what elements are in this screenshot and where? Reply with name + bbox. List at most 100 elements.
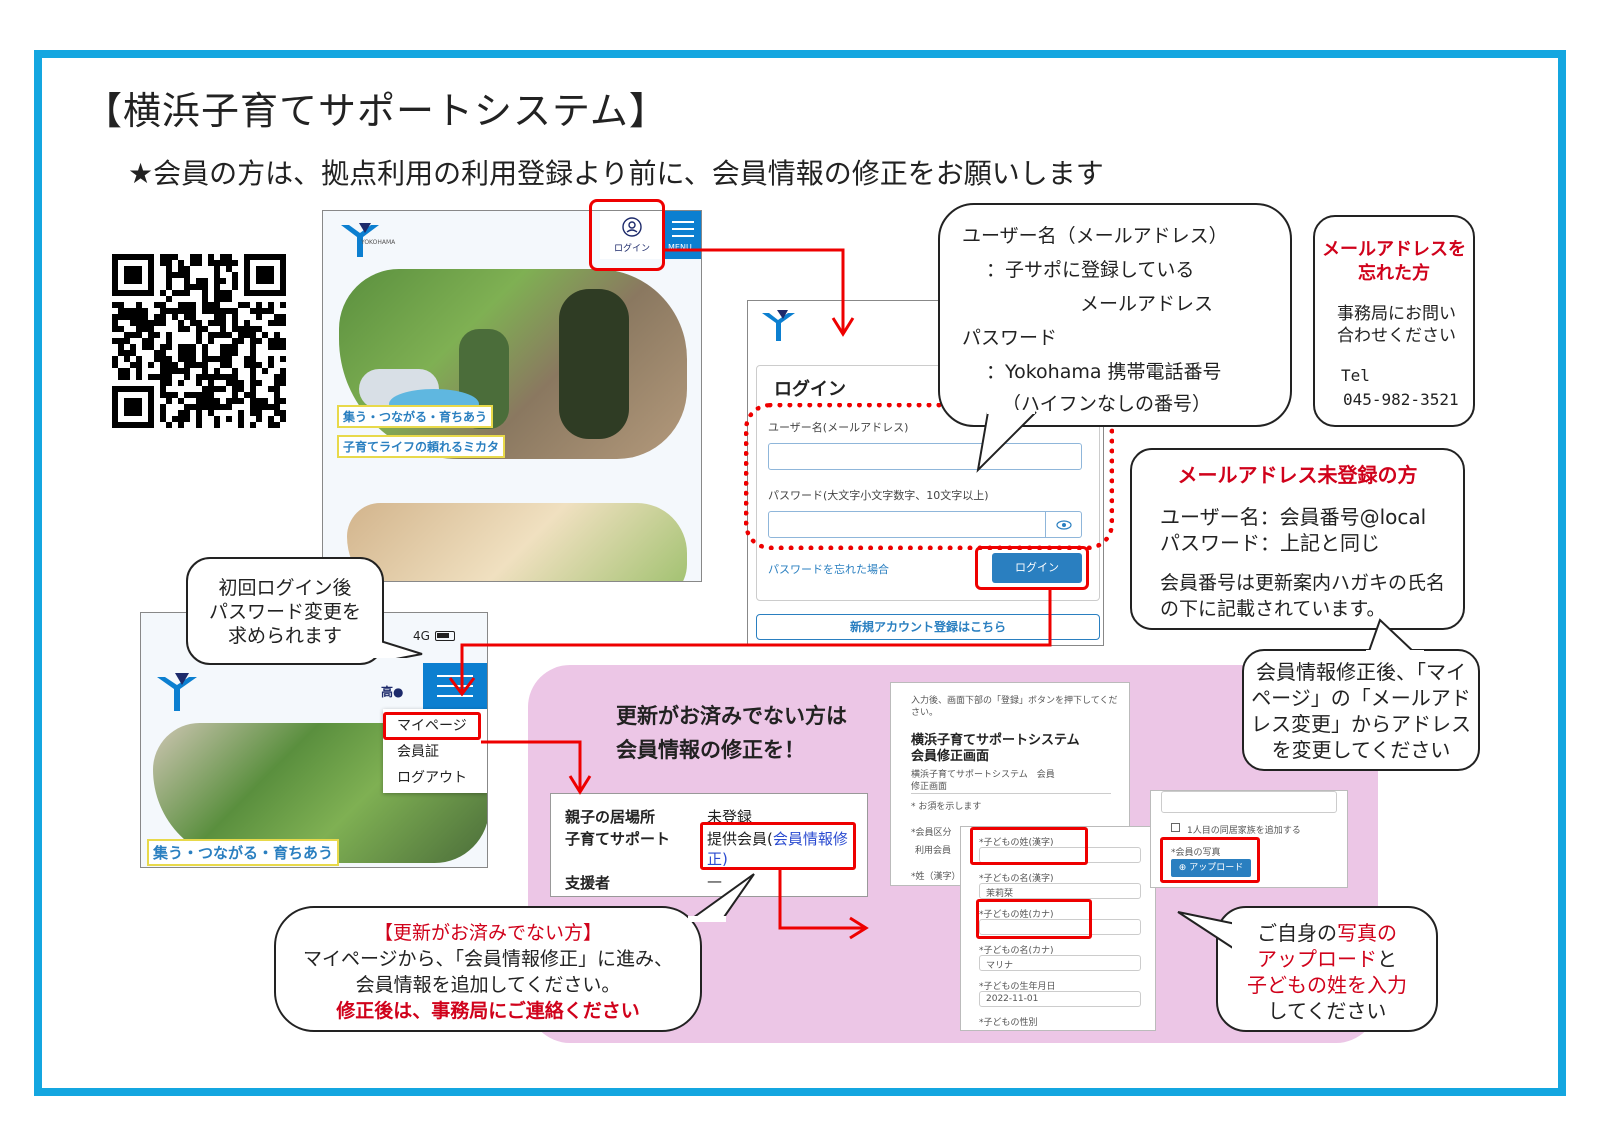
username-label: ユーザー名(メールアドレス) <box>768 421 909 434</box>
menu-item-mypage[interactable]: マイページ <box>397 718 467 734</box>
first-login-bubble-tail <box>356 632 423 658</box>
eye-icon[interactable] <box>1056 520 1072 530</box>
not-updated-bubble: 【更新がお済みでない方】 マイページから、「会員情報修正」に進み、 会員情報を追… <box>274 906 702 1032</box>
login-heading: ログイン <box>774 379 846 400</box>
birthday-label: *子どもの生年月日 <box>979 982 1056 992</box>
username-input[interactable] <box>768 443 1082 470</box>
mobile-tagline: 集う・つながる・育ちあう <box>147 839 340 866</box>
after-edit-line-3: レス変更」からアドレス <box>1251 712 1471 736</box>
child-name-kana-input[interactable]: マリナ <box>979 955 1141 971</box>
login-button-highlight <box>975 546 1089 590</box>
child-surname-kana-input[interactable] <box>979 919 1141 935</box>
tagline-2: 子育てライフの頼れるミカタ <box>337 435 506 458</box>
no-email-line-1: ユーザー名：会員番号@local <box>1160 505 1427 529</box>
site-screenshot: YOKOHAMA ログイン MENU 集う・つながる・育ちあう 子育てライフの頼… <box>322 210 702 582</box>
photo-bubble: ご自身の写真の アップロードと 子どもの姓を入力 してください <box>1216 906 1438 1032</box>
tel-label: Tel <box>1341 366 1370 385</box>
no-email-title: メールアドレス未登録の方 <box>1177 463 1418 487</box>
pink-heading-1: 更新がお済みでない方は <box>616 704 847 728</box>
edit-member-link-cont[interactable]: 正) <box>707 850 728 868</box>
no-email-line-4: の下に記載されています。 <box>1160 598 1386 620</box>
yokohama-logo-icon <box>762 310 795 341</box>
photo-line-1b: 写真の <box>1337 921 1397 945</box>
mobile-menu-button[interactable] <box>423 663 487 711</box>
edit-breadcrumb: 横浜子育てサポートシステム 会員修正画面 <box>911 770 1055 792</box>
login-icon-button[interactable]: ログイン <box>600 211 664 259</box>
photo-line-2a: アップロード <box>1257 947 1377 971</box>
upload-button[interactable]: ⊕ アップロード <box>1171 859 1251 877</box>
add-family-checkbox[interactable] <box>1171 823 1180 832</box>
not-updated-title: 【更新がお済みでない方】 <box>373 922 602 944</box>
qr-code-icon[interactable] <box>112 254 286 428</box>
tel-number: 045-982-3521 <box>1343 390 1459 409</box>
yokohama-logo-icon <box>157 673 197 711</box>
password-input[interactable] <box>768 511 1082 538</box>
user-icon <box>622 217 642 237</box>
no-email-line-3: 会員番号は更新案内ハガキの氏名 <box>1160 572 1446 594</box>
password-label: パスワード(大文字小文字数字、10文字以上) <box>768 489 989 502</box>
no-email-box: メールアドレス未登録の方 ユーザー名：会員番号@local パスワード：上記と同… <box>1130 448 1465 630</box>
birthday-value: 2022-11-01 <box>986 994 1039 1004</box>
status-value-support: 提供会員( <box>707 830 773 848</box>
menu-item-logout[interactable]: ログアウト <box>397 770 467 786</box>
forgot-email-title-2: 忘れた方 <box>1358 263 1430 284</box>
child-surname-kana-highlight <box>976 899 1092 939</box>
status-label-support: 子育てサポート <box>565 830 671 848</box>
login-fields-highlight <box>744 403 1114 550</box>
child-surname-kana-label: *子どもの姓(カナ) <box>979 910 1054 920</box>
after-edit-line-1: 会員情報修正後、「マイ <box>1256 660 1466 684</box>
login-button[interactable]: ログイン <box>992 553 1082 583</box>
after-edit-bubble: 会員情報修正後、「マイ ページ」の「メールアド レス変更」からアドレス を変更し… <box>1242 649 1480 771</box>
status-value-place: 未登録 <box>707 808 753 826</box>
pink-heading-2: 会員情報の修正を！ <box>616 738 805 762</box>
not-updated-line-3: 修正後は、事務局にご連絡ください <box>336 1000 640 1022</box>
hero-photo <box>339 269 687 459</box>
photo-line-2b: と <box>1377 947 1397 971</box>
not-updated-line-1: マイページから、「会員情報修正」に進み、 <box>302 948 674 970</box>
register-link[interactable]: 新規アカウント登録はこちら <box>756 614 1100 640</box>
login-icon-label: ログイン <box>614 244 651 254</box>
not-updated-line-2: 会員情報を追加してください。 <box>355 974 621 996</box>
page-title: 【横浜子育てサポートシステム】 <box>84 89 668 133</box>
edit-member-link[interactable]: 会員情報修 <box>772 830 848 848</box>
yokohama-logo-icon <box>341 223 379 257</box>
child-name-kana-label: *子どもの名(カナ) <box>979 946 1054 956</box>
add-family-label: 1人目の同居家族を追加する <box>1187 826 1301 836</box>
status-value-helper: — <box>707 872 722 890</box>
edit-form-screenshot-2: *子どもの姓(漢字) *子どもの名(漢字) 茉莉栞 *子どもの姓(カナ) *子ど… <box>960 826 1156 1031</box>
member-type-value: 利用会員 <box>915 846 952 856</box>
menu-item-member-card[interactable]: 会員証 <box>397 744 439 760</box>
tagline-1: 集う・つながる・育ちあう <box>337 405 494 428</box>
upload-button-label: アップロード <box>1189 863 1244 873</box>
forgot-email-title-1: メールアドレスを <box>1322 239 1466 260</box>
required-note: * お須を示します <box>911 802 982 812</box>
birthday-input[interactable]: 2022-11-01 <box>979 991 1141 1007</box>
photo-bubble-tail <box>1177 911 1238 954</box>
user-badge[interactable]: 高● <box>381 685 404 699</box>
edit-title-1: 横浜子育てサポートシステム <box>911 733 1080 748</box>
credentials-line-2: ：子サポに登録している <box>986 259 1195 281</box>
menu-button[interactable]: MENU <box>664 211 701 259</box>
forgot-password-link[interactable]: パスワードを忘れた場合 <box>768 563 889 576</box>
edit-intro: 入力後、画面下部の「登録」ボタンを押下してください。 <box>911 696 1118 718</box>
photo-line-3: 子どもの姓を入力 <box>1247 973 1407 997</box>
edit-link-highlight <box>700 822 856 870</box>
status-bar-text: 4G <box>413 629 430 643</box>
child-name-kanji-value: 茉莉栞 <box>986 889 1014 899</box>
no-email-line-2: パスワード：上記と同じ <box>1160 531 1380 555</box>
forgot-email-body-1: 事務局にお問い <box>1337 304 1456 324</box>
menu-label: MENU <box>668 243 692 252</box>
textarea-field[interactable] <box>1161 791 1337 813</box>
first-login-line-3: 求められます <box>227 625 342 647</box>
photo-line-1a: ご自身の <box>1257 921 1337 945</box>
child-surname-kanji-label: *子どもの姓(漢字) <box>979 838 1054 848</box>
child-name-kanji-input[interactable]: 茉莉栞 <box>979 883 1141 899</box>
credentials-line-5: ：Yokohama 携帯電話番号 <box>986 361 1222 383</box>
first-login-bubble: 初回ログイン後 パスワード変更を 求められます <box>186 557 384 665</box>
credentials-line-3: メールアドレス <box>1080 293 1214 315</box>
edit-title-2: 会員修正画面 <box>911 749 990 764</box>
credentials-bubble-tail <box>976 410 1037 473</box>
after-edit-bubble-tail <box>1366 618 1424 656</box>
forgot-email-body-2: 合わせください <box>1337 326 1456 346</box>
status-label-helper: 支援者 <box>565 874 611 892</box>
